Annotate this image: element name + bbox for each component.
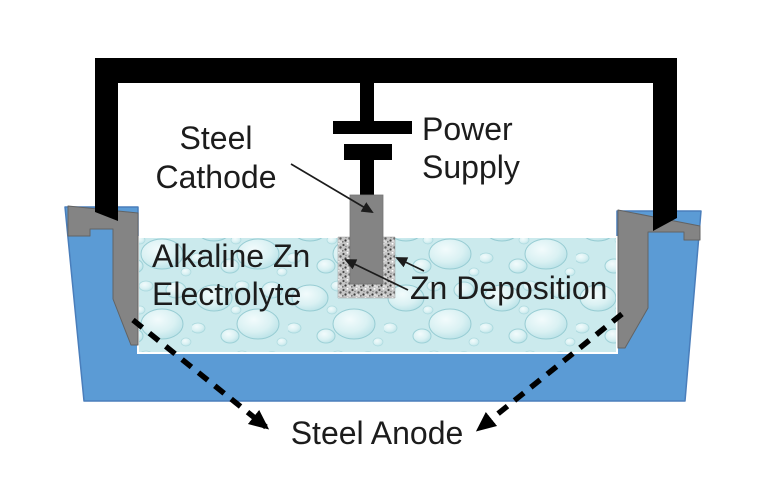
right-anode xyxy=(617,209,701,349)
dashed-arrow-left xyxy=(131,317,270,430)
deposition-pointer-arrow-right xyxy=(395,257,425,272)
cathode-pointer-arrow xyxy=(290,163,374,214)
power-supply-symbol xyxy=(333,83,412,197)
battery-bottom-lead xyxy=(360,160,374,197)
left-anode xyxy=(67,205,139,346)
electrolyte-label-line2: Electrolyte xyxy=(152,276,301,312)
zn-deposition-label: Zn Deposition xyxy=(410,270,607,306)
steel-cathode-label-line2: Cathode xyxy=(156,159,277,195)
battery-plate-long xyxy=(333,121,412,134)
wire-loop xyxy=(95,58,677,231)
dashed-arrow-right xyxy=(475,311,624,432)
battery-plate-short xyxy=(344,144,392,160)
power-supply-label-line1: Power xyxy=(422,111,513,147)
deposition-pointer-arrow-left xyxy=(344,259,409,291)
battery-top-lead xyxy=(360,83,374,122)
steel-anode-label: Steel Anode xyxy=(291,415,464,451)
power-supply-label-line2: Supply xyxy=(422,149,520,185)
electrolyte-label-line1: Alkaline Zn xyxy=(152,238,310,274)
steel-cathode-label-line1: Steel xyxy=(180,120,253,156)
